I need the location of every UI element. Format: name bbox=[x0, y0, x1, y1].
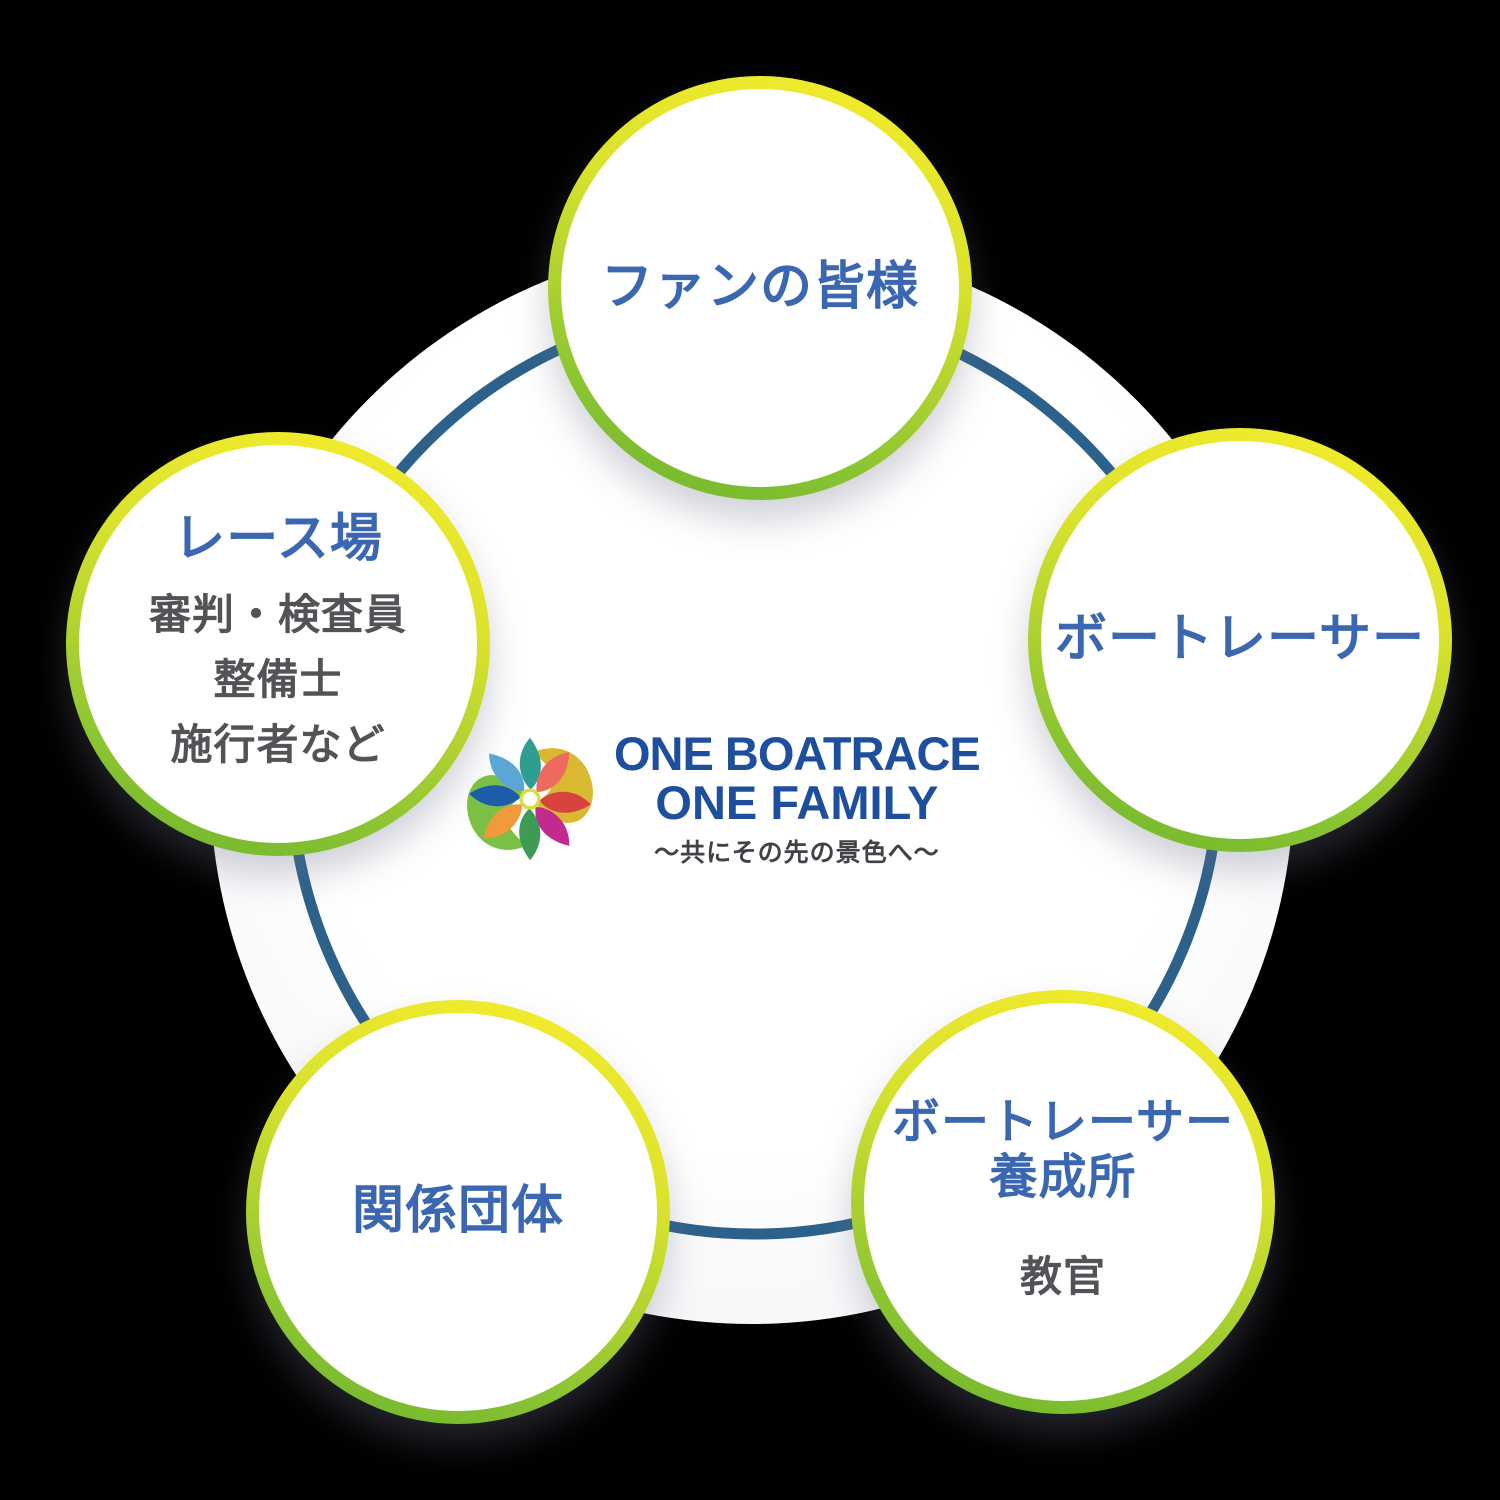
node-related-organizations-title: 関係団体 bbox=[351, 1182, 564, 1241]
node-training-school-subtitle: 教官 bbox=[1019, 1252, 1106, 1300]
node-fans-inner: ファンの皆様 bbox=[561, 89, 959, 487]
node-boat-racers-inner: ボートレーサー bbox=[1041, 441, 1439, 839]
node-training-school-title-line2: 養成所 bbox=[989, 1151, 1137, 1205]
node-training-school-inner: ボートレーサー 養成所 教官 bbox=[864, 1003, 1262, 1401]
logo-line-1: ONE BOATRACE bbox=[614, 727, 981, 780]
node-related-organizations: 関係団体 bbox=[246, 1000, 670, 1424]
node-race-stadium-subtitle-1: 審判・検査員 bbox=[148, 591, 407, 639]
node-race-stadium-subtitle-2: 整備士 bbox=[213, 656, 343, 704]
logo-tagline: 〜共にその先の景色へ〜 bbox=[654, 839, 940, 867]
logo-text: ONE BOATRACE ONE FAMILY 〜共にその先の景色へ〜 bbox=[614, 727, 981, 869]
logo-line-2: ONE FAMILY bbox=[655, 775, 939, 829]
center-logo: ONE BOATRACE ONE FAMILY 〜共にその先の景色へ〜 bbox=[462, 727, 981, 869]
node-race-stadium-subtitle-3: 施行者など bbox=[170, 721, 386, 769]
node-race-stadium-inner: レース場 審判・検査員 整備士 施行者など bbox=[79, 445, 477, 843]
node-race-stadium-title: レース場 bbox=[173, 510, 383, 569]
node-boat-racers: ボートレーサー bbox=[1028, 428, 1452, 852]
node-training-school-title-line1: ボートレーサー bbox=[891, 1096, 1235, 1150]
one-boatrace-swirl-icon bbox=[467, 738, 593, 861]
node-training-school: ボートレーサー 養成所 教官 bbox=[851, 990, 1275, 1414]
node-fans: ファンの皆様 bbox=[548, 76, 972, 500]
node-boat-racers-title: ボートレーサー bbox=[1055, 610, 1425, 669]
node-fans-title: ファンの皆様 bbox=[600, 258, 919, 317]
node-race-stadium: レース場 審判・検査員 整備士 施行者など bbox=[66, 432, 490, 856]
node-related-organizations-inner: 関係団体 bbox=[259, 1013, 657, 1411]
